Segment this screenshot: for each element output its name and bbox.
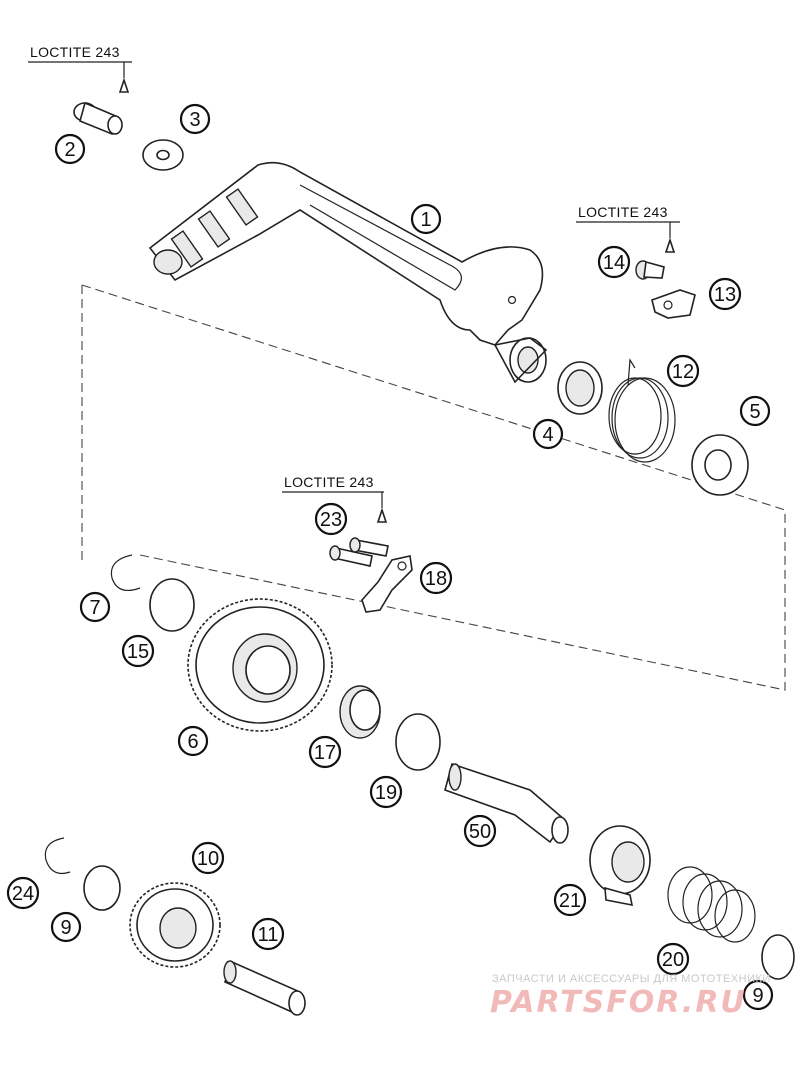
loctite-label-2: LOCTITE 243 (576, 204, 680, 253)
callout-18: 18 (419, 561, 453, 595)
svg-text:5: 5 (749, 401, 760, 423)
gear-part-10 (129, 882, 221, 968)
spring-part-12 (608, 358, 676, 463)
callout-23: 23 (314, 502, 348, 536)
loctite-label-3: LOCTITE 243 (282, 474, 388, 523)
callout-11: 11 (251, 917, 285, 951)
callout-2: 2 (54, 133, 86, 165)
pin-part-2 (73, 101, 123, 136)
washer-part-9-left (83, 865, 121, 911)
washer-part-3 (142, 139, 184, 171)
washer-part-5 (691, 434, 749, 496)
callout-17: 17 (308, 735, 342, 769)
ratchet-gear-part-21 (589, 825, 651, 907)
circlip-part-24 (44, 837, 71, 875)
svg-text:14: 14 (603, 252, 625, 274)
callout-19: 19 (369, 775, 403, 809)
callout-20: 20 (656, 942, 690, 976)
callout-13: 13 (708, 277, 742, 311)
callout-7: 7 (79, 591, 111, 623)
spring-part-20 (667, 866, 756, 943)
callout-1: 1 (410, 203, 442, 235)
svg-text:LOCTITE 243: LOCTITE 243 (578, 204, 668, 220)
washer-part-19 (395, 713, 441, 771)
svg-text:11: 11 (258, 924, 279, 946)
kickstarter-lever-part-1 (148, 161, 548, 384)
needle-bearing-part-17 (339, 685, 381, 739)
svg-text:9: 9 (752, 985, 763, 1007)
svg-text:ЗАПЧАСТИ И АКСЕССУАРЫ ДЛЯ МОТО: ЗАПЧАСТИ И АКСЕССУАРЫ ДЛЯ МОТОТЕХНИКИ (492, 973, 771, 985)
svg-text:19: 19 (375, 782, 397, 804)
svg-text:1: 1 (420, 209, 431, 231)
svg-text:13: 13 (714, 284, 736, 306)
svg-text:PARTSFOR.RU: PARTSFOR.RU (490, 985, 747, 1020)
loctite-label-1: LOCTITE 243 (28, 44, 132, 93)
svg-text:23: 23 (320, 509, 342, 531)
svg-text:15: 15 (127, 641, 149, 663)
svg-text:LOCTITE 243: LOCTITE 243 (30, 44, 120, 60)
washer-part-15 (149, 578, 195, 632)
bolt-part-14 (635, 260, 665, 280)
callout-6: 6 (177, 725, 209, 757)
bracket-part-13 (651, 289, 696, 319)
callout-24: 24 (6, 876, 40, 910)
svg-text:3: 3 (189, 109, 200, 131)
watermark: ЗАПЧАСТИ И АКСЕССУАРЫ ДЛЯ МОТОТЕХНИКИ PA… (490, 973, 771, 1020)
circlip-part-7 (110, 554, 141, 591)
callout-14: 14 (597, 245, 631, 279)
svg-text:LOCTITE 243: LOCTITE 243 (284, 474, 374, 490)
seal-part-4 (557, 361, 603, 415)
large-gear-part-6 (187, 598, 333, 732)
callout-50: 50 (463, 814, 497, 848)
svg-text:21: 21 (559, 890, 581, 912)
svg-text:12: 12 (672, 361, 694, 383)
svg-text:4: 4 (542, 424, 553, 446)
callout-9-left: 9 (50, 911, 82, 943)
svg-text:18: 18 (425, 568, 447, 590)
sleeve-part-11 (223, 960, 306, 1016)
washer-part-9-right (761, 934, 795, 980)
callout-4: 4 (532, 418, 564, 450)
callout-15: 15 (121, 634, 155, 668)
svg-text:50: 50 (469, 821, 491, 843)
svg-text:2: 2 (64, 139, 75, 161)
callout-3: 3 (179, 103, 211, 135)
bolts-part-23 (329, 537, 389, 567)
svg-text:24: 24 (12, 883, 34, 905)
kickstarter-shaft-part-50 (444, 762, 569, 844)
svg-text:9: 9 (60, 917, 71, 939)
callout-10: 10 (191, 841, 225, 875)
svg-text:6: 6 (187, 731, 198, 753)
svg-text:20: 20 (662, 949, 684, 971)
callout-5: 5 (739, 395, 771, 427)
svg-text:17: 17 (314, 742, 336, 764)
svg-text:10: 10 (197, 848, 219, 870)
callout-21: 21 (553, 883, 587, 917)
assembly-dashed-outline (81, 284, 786, 691)
callout-9-right: 9 (742, 979, 774, 1011)
ratchet-guide-part-18 (361, 555, 413, 613)
callout-12: 12 (666, 354, 700, 388)
svg-text:7: 7 (89, 597, 100, 619)
